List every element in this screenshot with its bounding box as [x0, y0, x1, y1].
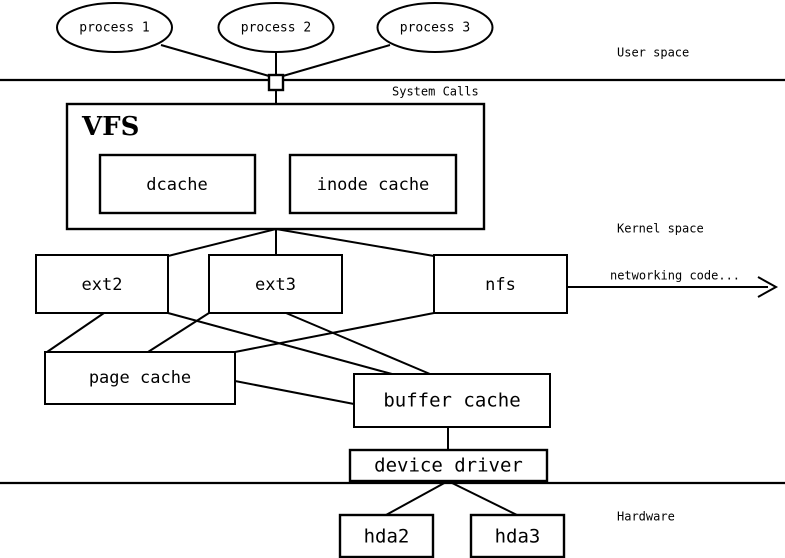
device-driver-label: device driver	[374, 455, 523, 477]
dcache-label: dcache	[146, 175, 207, 195]
networking-arrow-head-icon	[757, 276, 779, 298]
edge-ext3-to-buffer-cache	[285, 312, 431, 375]
process-3-label: process 3	[400, 21, 470, 36]
edge-process-3-to-syscalls	[275, 44, 391, 79]
buffer-cache-node[interactable]	[353, 373, 551, 428]
ext2-node[interactable]	[35, 254, 169, 314]
process-1-node[interactable]	[56, 2, 173, 53]
ext2-label: ext2	[82, 275, 123, 295]
hda3-label: hda3	[495, 526, 541, 548]
edge-vfs-to-ext2	[167, 228, 277, 257]
edge-device-driver-to-hda3	[447, 480, 518, 516]
process-2-label: process 2	[241, 21, 311, 36]
edge-ext3-to-page-cache	[147, 312, 210, 353]
user-space-label: User space	[617, 46, 689, 60]
edge-device-driver-to-hda2	[385, 480, 449, 516]
system-calls-junction-node[interactable]	[267, 73, 285, 92]
edge-ext2-to-page-cache	[46, 312, 105, 353]
hda2-label: hda2	[364, 526, 410, 548]
ext3-node[interactable]	[208, 254, 343, 314]
dcache-node[interactable]	[98, 153, 257, 215]
device-driver-node[interactable]	[348, 448, 549, 483]
kernel-space-label: Kernel space	[617, 222, 704, 236]
buffer-cache-label: buffer cache	[383, 390, 520, 412]
process-1-label: process 1	[79, 21, 149, 36]
vfs-label: VFS	[81, 112, 139, 142]
ext3-label: ext3	[255, 275, 296, 295]
nfs-node[interactable]	[433, 254, 568, 314]
hda3-node[interactable]	[469, 513, 566, 558]
system-calls-label: System Calls	[392, 85, 479, 99]
nfs-label: nfs	[485, 275, 516, 295]
edge-process-1-to-syscalls	[160, 44, 277, 79]
edge-nfs-to-page-cache	[234, 312, 435, 353]
hda2-node[interactable]	[338, 513, 435, 558]
hardware-label: Hardware	[617, 510, 675, 524]
networking-code-label: networking code...	[610, 269, 740, 283]
inode-cache-node[interactable]	[288, 153, 458, 215]
inode-cache-label: inode cache	[317, 175, 430, 195]
edge-page-cache-to-buffer-cache	[234, 380, 355, 405]
edge-vfs-to-nfs	[275, 228, 435, 257]
page-cache-label: page cache	[89, 368, 191, 388]
process-3-node[interactable]	[376, 2, 494, 53]
process-2-node[interactable]	[217, 2, 335, 53]
page-cache-node[interactable]	[44, 351, 236, 405]
